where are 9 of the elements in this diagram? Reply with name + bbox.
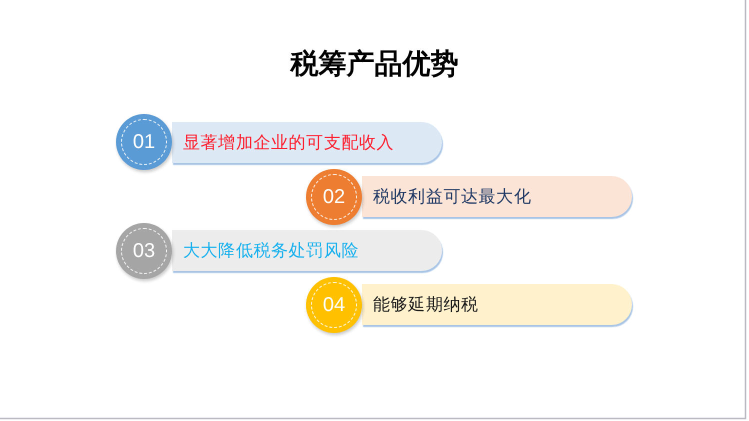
- number-circle: 04: [306, 277, 362, 333]
- number-circle: 02: [306, 169, 362, 225]
- text-pill: 能够延期纳税: [362, 284, 632, 325]
- text-pill: 大大降低税务处罚风险: [172, 230, 442, 271]
- text-pill: 税收利益可达最大化: [362, 176, 632, 217]
- number-circle: 01: [116, 114, 172, 170]
- text-pill: 显著增加企业的可支配收入: [172, 122, 442, 163]
- number-circle: 03: [116, 223, 172, 279]
- title: 税筹产品优势: [289, 47, 460, 81]
